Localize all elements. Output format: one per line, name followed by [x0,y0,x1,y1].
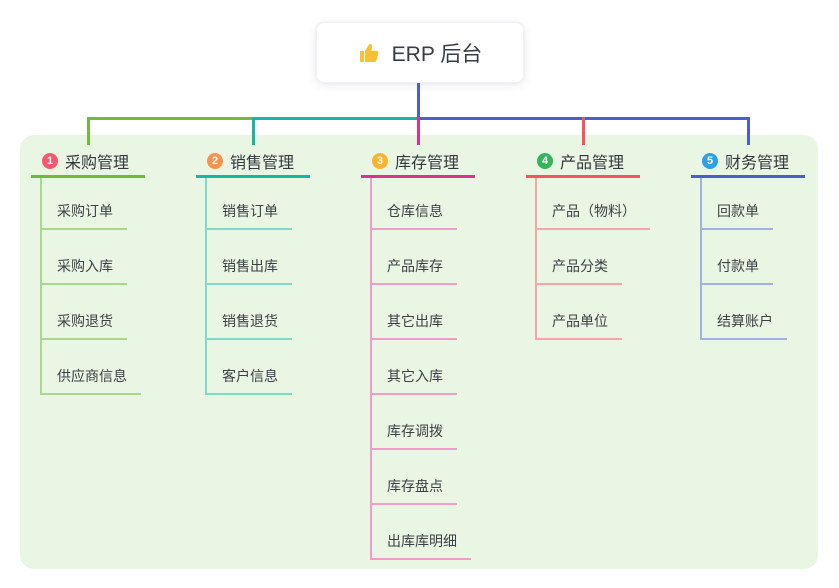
branch-child-connector-line [535,178,537,340]
child-item[interactable]: 库存盘点 [370,453,471,505]
branch-badge: 2 [207,153,223,169]
child-label: 供应商信息 [40,366,141,395]
child-item[interactable]: 采购退货 [40,288,141,340]
child-item[interactable]: 产品分类 [535,233,650,285]
branch-child-connector-line [370,178,372,560]
child-item[interactable]: 回款单 [700,178,787,230]
connector-bus-segment-1 [88,117,253,120]
connector-bus-segment-2 [253,117,418,120]
child-label: 销售订单 [205,201,292,230]
child-label: 销售退货 [205,311,292,340]
connector-drop-3 [417,117,420,145]
branch-badge: 4 [537,153,553,169]
child-item[interactable]: 产品单位 [535,288,650,340]
child-item[interactable]: 付款单 [700,233,787,285]
branch-badge: 1 [42,153,58,169]
child-item[interactable]: 采购订单 [40,178,141,230]
child-item[interactable]: 供应商信息 [40,343,141,395]
branch-label: 销售管理 [230,155,295,172]
branch-underline [526,175,640,178]
branch-children: 回款单付款单结算账户 [700,178,787,340]
branch-underline [691,175,805,178]
child-label: 库存盘点 [370,476,457,505]
child-item[interactable]: 采购入库 [40,233,141,285]
branch-header[interactable]: 1 采购管理 [31,150,181,172]
connector-drop-1 [87,117,90,145]
branch-label: 采购管理 [65,155,130,172]
child-item[interactable]: 销售退货 [205,288,292,340]
child-label: 采购订单 [40,201,127,230]
branch-label: 库存管理 [395,155,460,172]
branch-children: 销售订单销售出库销售退货客户信息 [205,178,292,395]
branch-children: 仓库信息产品库存其它出库其它入库库存调拨库存盘点出库库明细 [370,178,471,560]
child-label: 产品单位 [535,311,622,340]
branch-child-connector-line [205,178,207,395]
branch-header[interactable]: 3 库存管理 [361,150,511,172]
child-label: 库存调拨 [370,421,457,450]
connector-drop-2 [252,117,255,145]
child-label: 其它入库 [370,366,457,395]
branch-column-4: 4 产品管理 产品（物料） 产品分类产品单位 [526,150,676,340]
root-label: ERP 后台 [391,42,483,66]
branch-column-2: 2 销售管理 销售订单销售出库销售退货客户信息 [196,150,346,395]
child-item[interactable]: 销售出库 [205,233,292,285]
child-label: 其它出库 [370,311,457,340]
connector-drop-5 [747,117,750,145]
child-label: 采购入库 [40,256,127,285]
branch-child-connector-line [700,178,702,340]
root-connector-line [417,83,420,117]
child-label: 销售出库 [205,256,292,285]
child-label: 采购退货 [40,311,127,340]
branch-child-connector-line [40,178,42,395]
child-label: 付款单 [700,256,773,285]
branch-header[interactable]: 4 产品管理 [526,150,676,172]
child-label: 产品分类 [535,256,622,285]
child-item[interactable]: 客户信息 [205,343,292,395]
branch-column-1: 1 采购管理 采购订单采购入库采购退货供应商信息 [31,150,181,395]
connector-drop-4 [582,117,585,145]
branch-badge: 5 [702,153,718,169]
child-item[interactable]: 其它出库 [370,288,471,340]
child-label: 产品库存 [370,256,457,285]
child-label: 结算账户 [700,311,787,340]
child-label: 仓库信息 [370,201,457,230]
child-label: 产品（物料） [535,201,650,230]
branches-panel [20,135,818,569]
child-item[interactable]: 出库库明细 [370,508,471,560]
branch-underline [196,175,310,178]
branch-column-3: 3 库存管理 仓库信息产品库存其它出库其它入库库存调拨库存盘点出库库明细 [361,150,511,560]
child-item[interactable]: 库存调拨 [370,398,471,450]
child-item[interactable]: 其它入库 [370,343,471,395]
child-label: 回款单 [700,201,773,230]
branch-underline [31,175,145,178]
branch-children: 产品（物料） 产品分类产品单位 [535,178,650,340]
branch-header[interactable]: 5 财务管理 [691,150,839,172]
child-item[interactable]: 销售订单 [205,178,292,230]
child-item[interactable]: 仓库信息 [370,178,471,230]
branch-column-5: 5 财务管理 回款单付款单结算账户 [691,150,839,340]
branch-badge: 3 [372,153,388,169]
child-label: 出库库明细 [370,531,471,560]
child-item[interactable]: 结算账户 [700,288,787,340]
branch-label: 产品管理 [560,155,625,172]
child-item[interactable]: 产品库存 [370,233,471,285]
branch-children: 采购订单采购入库采购退货供应商信息 [40,178,141,395]
child-item[interactable]: 产品（物料） [535,178,650,230]
branch-header[interactable]: 2 销售管理 [196,150,346,172]
branch-underline [361,175,475,178]
child-label: 客户信息 [205,366,292,395]
branch-label: 财务管理 [725,155,790,172]
thumbs-up-icon [358,41,382,65]
root-node[interactable]: ERP 后台 [316,22,524,83]
